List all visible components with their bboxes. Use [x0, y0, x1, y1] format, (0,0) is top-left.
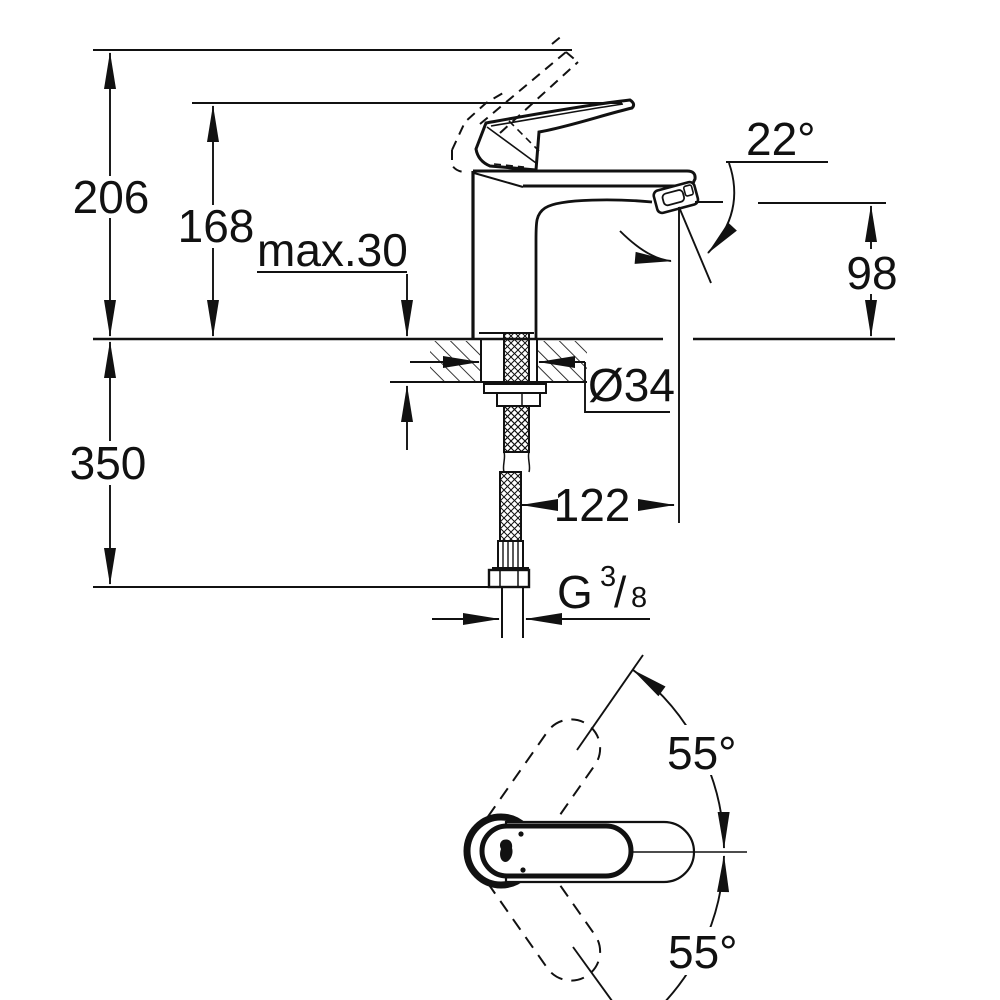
- label-350: 350: [63, 437, 153, 489]
- spout-slab: [473, 169, 697, 188]
- angle-arc-22deg: [707, 162, 737, 254]
- dim-text-206: 206: [73, 171, 150, 223]
- handle-dot-bottom: [520, 867, 526, 873]
- handle-raised-dashed: [451, 33, 580, 173]
- hose-lower: [499, 471, 522, 544]
- supply-assembly: [483, 332, 547, 638]
- top-view: [463, 654, 747, 1000]
- handle-outline: [474, 98, 636, 172]
- raised-blade-tip-slash: [551, 33, 565, 45]
- handle-lever: [474, 98, 636, 172]
- dim-text-122: 122: [554, 479, 631, 531]
- raised-blade-tip: [565, 51, 580, 64]
- handle-swivel-dashed-positions: [486, 718, 602, 982]
- counter-section: [390, 340, 587, 383]
- handle-dashed-upper: [486, 718, 602, 851]
- label-55-upper: 55°: [659, 725, 747, 779]
- reference-lines: [93, 49, 886, 588]
- dia34-leader-elbow: [584, 362, 670, 413]
- aerator-face: [661, 189, 686, 207]
- handle-dashed-lower: [486, 849, 602, 982]
- body-front-profile: [534, 198, 653, 338]
- dim-text-55-upper: 55°: [667, 727, 737, 779]
- handle-dome-edge: [486, 126, 537, 164]
- dim-text-g38: G 3 / 8: [557, 561, 647, 618]
- top-bevel-edge: [473, 172, 524, 188]
- handle-logo-mark: [499, 839, 513, 862]
- hose-fitting-ribbed: [497, 540, 524, 569]
- hex-nut: [487, 568, 531, 589]
- swivel-ref-line-lower: [572, 946, 613, 1000]
- dim-text-350: 350: [70, 437, 147, 489]
- label-55-lower: 55°: [660, 926, 748, 978]
- label-206: 206: [66, 171, 156, 223]
- faucet-body: [471, 169, 700, 338]
- swivel-ref-line-upper: [576, 654, 644, 751]
- hose-upper: [503, 405, 530, 453]
- mounting-nut: [496, 392, 541, 407]
- spray-swivel-arrow: [619, 230, 672, 264]
- dim-text-22deg: 22°: [746, 113, 816, 165]
- mounting-washer: [483, 383, 547, 394]
- spray-direction-line: [678, 206, 712, 284]
- label-168: 168: [170, 200, 262, 252]
- dim-text-dia34: Ø34: [588, 359, 675, 411]
- connection-pipe: [501, 587, 524, 638]
- handle-hidden-edges: [493, 120, 540, 168]
- handle-plan-inner: [479, 823, 634, 879]
- raised-blade-lower-edge: [479, 51, 567, 125]
- hex-nut-facets: [499, 570, 519, 587]
- raised-blade-upper-edge: [499, 61, 579, 134]
- hose-break-symbol: [502, 451, 531, 473]
- dim-text-55-lower: 55°: [668, 926, 738, 978]
- dim-text-168: 168: [178, 200, 255, 252]
- label-98: 98: [843, 247, 901, 299]
- raised-dome-upper: [451, 92, 504, 151]
- dimension-labels: 206 168 max.30 22° 98 350 Ø34 122 G 3 / …: [63, 113, 901, 978]
- dim-text-98: 98: [846, 247, 897, 299]
- dim-text-max30: max.30: [257, 224, 408, 276]
- handle-dot-top: [518, 831, 524, 837]
- handle-top-inner-line: [490, 103, 624, 127]
- raised-dome-lower: [451, 150, 467, 173]
- aerator-detail: [682, 184, 694, 197]
- fitting-ribs: [502, 541, 519, 568]
- front-view: [93, 33, 895, 638]
